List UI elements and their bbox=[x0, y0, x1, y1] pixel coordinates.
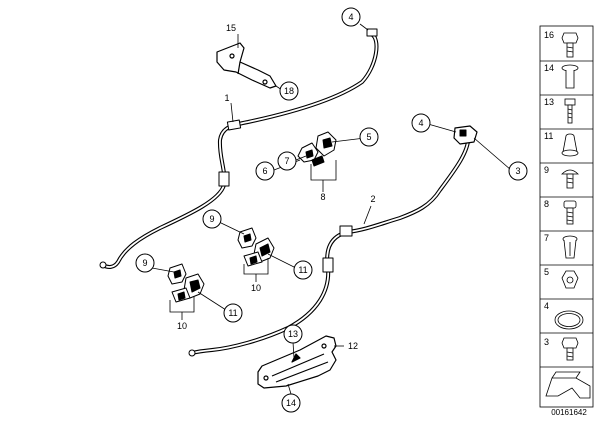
callout-11-low: 11 bbox=[223, 303, 243, 323]
svg-text:4: 4 bbox=[418, 118, 423, 128]
parts-sidebar: 16 14 13 11 bbox=[539, 25, 594, 408]
svg-text:14: 14 bbox=[544, 63, 554, 73]
callouts: 15 18 4 1 5 7 6 8 4 bbox=[135, 7, 528, 413]
clip-group-10-left bbox=[167, 263, 205, 303]
callout-11-mid: 11 bbox=[293, 260, 313, 280]
svg-text:4: 4 bbox=[348, 12, 353, 22]
sidebar-item-4: 4 bbox=[544, 301, 584, 330]
svg-text:7: 7 bbox=[544, 233, 549, 243]
callout-2: 2 bbox=[370, 194, 375, 204]
pipe-2-inner bbox=[191, 135, 469, 354]
pipe-2-connector-clip bbox=[459, 129, 467, 137]
collar-bolt-icon bbox=[561, 337, 579, 361]
bracket-15 bbox=[216, 42, 277, 89]
pipe-1-inner bbox=[102, 33, 378, 268]
pipe-1-end-fitting bbox=[366, 28, 378, 37]
svg-text:9: 9 bbox=[544, 165, 549, 175]
pipe-2-end-cap bbox=[188, 349, 196, 357]
pipe-1-sleeve-top bbox=[226, 119, 242, 131]
hex-nut-icon bbox=[561, 270, 579, 289]
doc-id: 00161642 bbox=[551, 408, 587, 417]
callout-5: 5 bbox=[359, 127, 379, 147]
callout-7: 7 bbox=[277, 151, 297, 171]
svg-text:11: 11 bbox=[228, 308, 237, 318]
svg-text:6: 6 bbox=[262, 166, 267, 176]
svg-text:13: 13 bbox=[288, 329, 298, 339]
svg-text:12: 12 bbox=[348, 341, 358, 351]
sidebar-item-11: 11 bbox=[544, 131, 579, 157]
svg-text:3: 3 bbox=[515, 166, 520, 176]
callout-18: 18 bbox=[279, 81, 299, 101]
screw-icon bbox=[564, 98, 576, 124]
callout-10-low: 10 bbox=[177, 321, 187, 331]
bolt-icon bbox=[563, 200, 577, 225]
clip-group-10-right bbox=[237, 227, 275, 267]
svg-text:8: 8 bbox=[544, 199, 549, 209]
grommet-icon bbox=[561, 133, 579, 157]
sidebar-item-8: 8 bbox=[544, 199, 577, 225]
svg-text:9: 9 bbox=[209, 214, 214, 224]
expansion-nut-icon bbox=[562, 235, 578, 259]
sleeve-icon bbox=[561, 64, 579, 89]
callout-4-right: 4 bbox=[411, 113, 431, 133]
pipe-1-end-cap bbox=[99, 261, 107, 269]
bracket-12 bbox=[257, 335, 337, 389]
wedge-shape-icon bbox=[545, 371, 591, 399]
callout-12: 12 bbox=[348, 341, 358, 351]
sidebar-item-9: 9 bbox=[544, 165, 579, 189]
callout-13: 13 bbox=[283, 324, 303, 344]
svg-text:2: 2 bbox=[370, 194, 375, 204]
svg-text:16: 16 bbox=[544, 30, 554, 40]
svg-text:5: 5 bbox=[544, 267, 549, 277]
sidebar-item-13: 13 bbox=[544, 97, 576, 124]
sidebar-item-14: 14 bbox=[544, 63, 579, 89]
svg-text:10: 10 bbox=[177, 321, 187, 331]
clip-group-8 bbox=[297, 131, 337, 167]
callout-3: 3 bbox=[508, 161, 528, 181]
o-ring-icon bbox=[554, 310, 584, 330]
pipe-1-sleeve-mid bbox=[218, 171, 230, 187]
callout-10-mid: 10 bbox=[251, 283, 261, 293]
callout-1: 1 bbox=[224, 93, 229, 103]
round-bolt-icon bbox=[561, 169, 579, 189]
callout-4-top: 4 bbox=[341, 7, 361, 27]
svg-text:11: 11 bbox=[298, 265, 307, 275]
callout-14: 14 bbox=[281, 393, 301, 413]
svg-text:13: 13 bbox=[544, 97, 554, 107]
hex-bolt-icon bbox=[561, 32, 579, 58]
svg-text:14: 14 bbox=[286, 398, 296, 408]
svg-text:10: 10 bbox=[251, 283, 261, 293]
sidebar-item-16: 16 bbox=[544, 30, 579, 58]
callout-15: 15 bbox=[226, 23, 236, 33]
svg-text:1: 1 bbox=[224, 93, 229, 103]
sidebar-item-3: 3 bbox=[544, 337, 579, 361]
svg-text:4: 4 bbox=[544, 301, 549, 311]
pipe-2-sleeve-mid bbox=[339, 225, 353, 237]
sidebar-item-7: 7 bbox=[544, 233, 578, 259]
svg-text:11: 11 bbox=[544, 131, 553, 141]
callout-8: 8 bbox=[320, 192, 325, 202]
svg-text:9: 9 bbox=[142, 258, 147, 268]
svg-text:18: 18 bbox=[284, 86, 294, 96]
pipe-2-sleeve-low bbox=[322, 257, 334, 273]
sidebar-item-5: 5 bbox=[544, 267, 579, 289]
callout-9-low: 9 bbox=[135, 253, 155, 273]
pipes bbox=[99, 28, 478, 357]
callout-6: 6 bbox=[255, 161, 275, 181]
svg-text:3: 3 bbox=[544, 337, 549, 347]
svg-text:5: 5 bbox=[366, 132, 371, 142]
svg-text:8: 8 bbox=[320, 192, 325, 202]
svg-text:15: 15 bbox=[226, 23, 236, 33]
callout-9-mid: 9 bbox=[202, 209, 222, 229]
svg-text:7: 7 bbox=[284, 156, 289, 166]
